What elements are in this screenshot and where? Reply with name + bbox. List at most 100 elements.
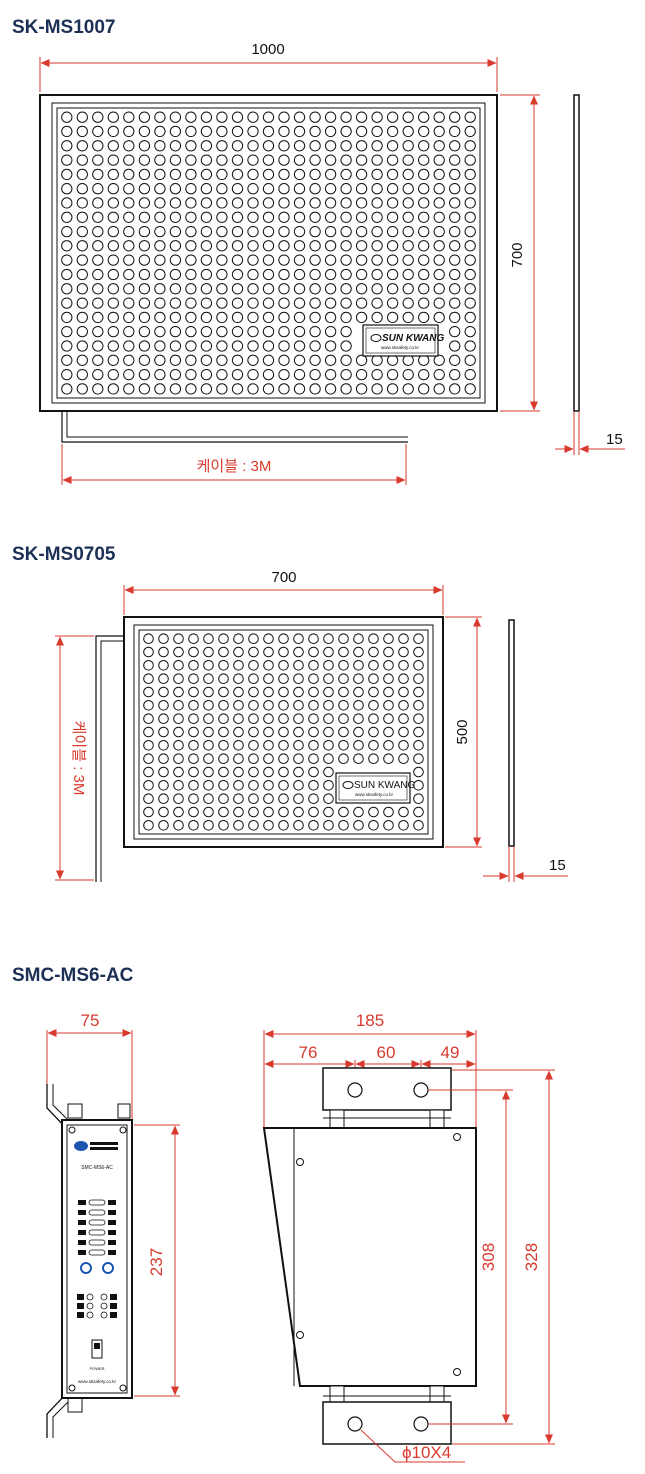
- mat-hole: [386, 311, 399, 324]
- mat-hole: [449, 240, 461, 252]
- mat-hole: [308, 633, 319, 645]
- mat-hole: [418, 197, 430, 209]
- mat-hole: [368, 806, 379, 818]
- mat-hole: [218, 766, 229, 778]
- mat-hole: [76, 154, 88, 166]
- mat-hole: [200, 125, 213, 138]
- mat-hole: [449, 111, 461, 123]
- mat-hole: [262, 354, 275, 366]
- mat-hole: [368, 740, 379, 751]
- mat-hole: [262, 383, 275, 395]
- width-dimension: 700: [123, 569, 444, 615]
- mat-hole: [413, 686, 424, 698]
- mat-hole: [107, 340, 119, 352]
- indicator-tag: [78, 1220, 86, 1225]
- mat-hole: [293, 726, 304, 738]
- mat-hole: [308, 780, 319, 791]
- mat-hole: [278, 254, 290, 266]
- mat-hole: [231, 125, 244, 138]
- mat-hole: [371, 268, 383, 281]
- mat-hole: [433, 183, 445, 195]
- mat-hole: [188, 673, 199, 685]
- mat-hole: [323, 806, 334, 818]
- mat-hole: [383, 740, 394, 751]
- mat-hole: [169, 125, 182, 138]
- mat-hole: [263, 726, 274, 738]
- mat-hole: [371, 240, 383, 252]
- mat-hole: [340, 140, 352, 152]
- mat-hole: [185, 283, 197, 295]
- mat-hole: [355, 268, 368, 281]
- mat-hole: [324, 111, 337, 123]
- brand-text: SUN KWANG: [382, 333, 444, 344]
- mat-hole: [107, 311, 119, 324]
- mat-hole: [76, 197, 88, 209]
- mat-hole: [216, 225, 228, 238]
- mat-hole: [138, 383, 151, 395]
- mat-hole: [418, 254, 430, 266]
- mat-hole: [248, 780, 259, 791]
- mat-hole: [308, 686, 319, 698]
- mat-hole: [293, 354, 306, 366]
- mat-hole: [449, 368, 461, 381]
- mat-hole: [188, 726, 199, 738]
- mat-hole: [143, 700, 154, 711]
- mat-hole: [231, 197, 244, 209]
- mat-hole: [324, 268, 337, 281]
- mat-hole: [464, 268, 476, 281]
- mat-hole: [247, 140, 259, 152]
- mat-hole: [262, 154, 275, 166]
- mat-hole: [61, 311, 73, 324]
- mat-hole: [433, 297, 445, 309]
- mat-hole: [247, 125, 259, 138]
- height-dimension-label: 500: [454, 719, 471, 744]
- mat-hole: [218, 806, 229, 818]
- mat-hole: [216, 311, 228, 324]
- mat-hole: [123, 268, 135, 281]
- terminal-tag: [77, 1312, 84, 1318]
- mat-hole: [233, 820, 244, 831]
- mat-hole: [278, 713, 289, 725]
- mat-hole: [368, 820, 379, 831]
- mat-hole: [278, 726, 289, 738]
- mat-hole: [262, 111, 275, 123]
- mat-hole: [449, 283, 461, 295]
- mat-hole: [383, 753, 394, 765]
- thickness-dimension-label: 15: [606, 431, 623, 448]
- mat-hole: [355, 211, 368, 223]
- mat-hole: [233, 633, 244, 645]
- mat-hole: [402, 125, 414, 138]
- mat-hole: [173, 806, 184, 818]
- mat-hole: [138, 325, 151, 338]
- mat-hole: [216, 154, 228, 166]
- side-right-offset-label: 49: [441, 1043, 460, 1062]
- mat-hole: [293, 368, 306, 381]
- mat-hole: [383, 806, 394, 818]
- mat-hole: [386, 111, 399, 123]
- mat-hole: [169, 354, 182, 366]
- mat-hole: [200, 354, 213, 366]
- mat-hole: [355, 383, 368, 395]
- mat-hole: [309, 383, 321, 395]
- indicator-tag: [78, 1230, 86, 1235]
- mat-hole: [293, 793, 304, 805]
- mat-hole: [323, 780, 334, 791]
- mat-hole: [353, 753, 364, 765]
- mat-hole: [309, 154, 321, 166]
- mat-hole: [293, 646, 304, 658]
- mat-hole: [293, 766, 304, 778]
- mat-hole: [107, 254, 119, 266]
- mat-hole: [464, 354, 476, 366]
- mat-hole: [154, 154, 166, 166]
- mat-hole: [402, 168, 414, 181]
- mat-hole: [262, 197, 275, 209]
- mat-hole: [293, 225, 306, 238]
- mat-hole: [92, 225, 104, 238]
- mat-hole: [169, 240, 182, 252]
- mat-hole: [371, 154, 383, 166]
- mat-hole: [154, 197, 166, 209]
- mat-hole: [262, 254, 275, 266]
- mat-hole: [185, 383, 197, 395]
- mat-hole: [262, 340, 275, 352]
- mat-hole: [398, 633, 409, 645]
